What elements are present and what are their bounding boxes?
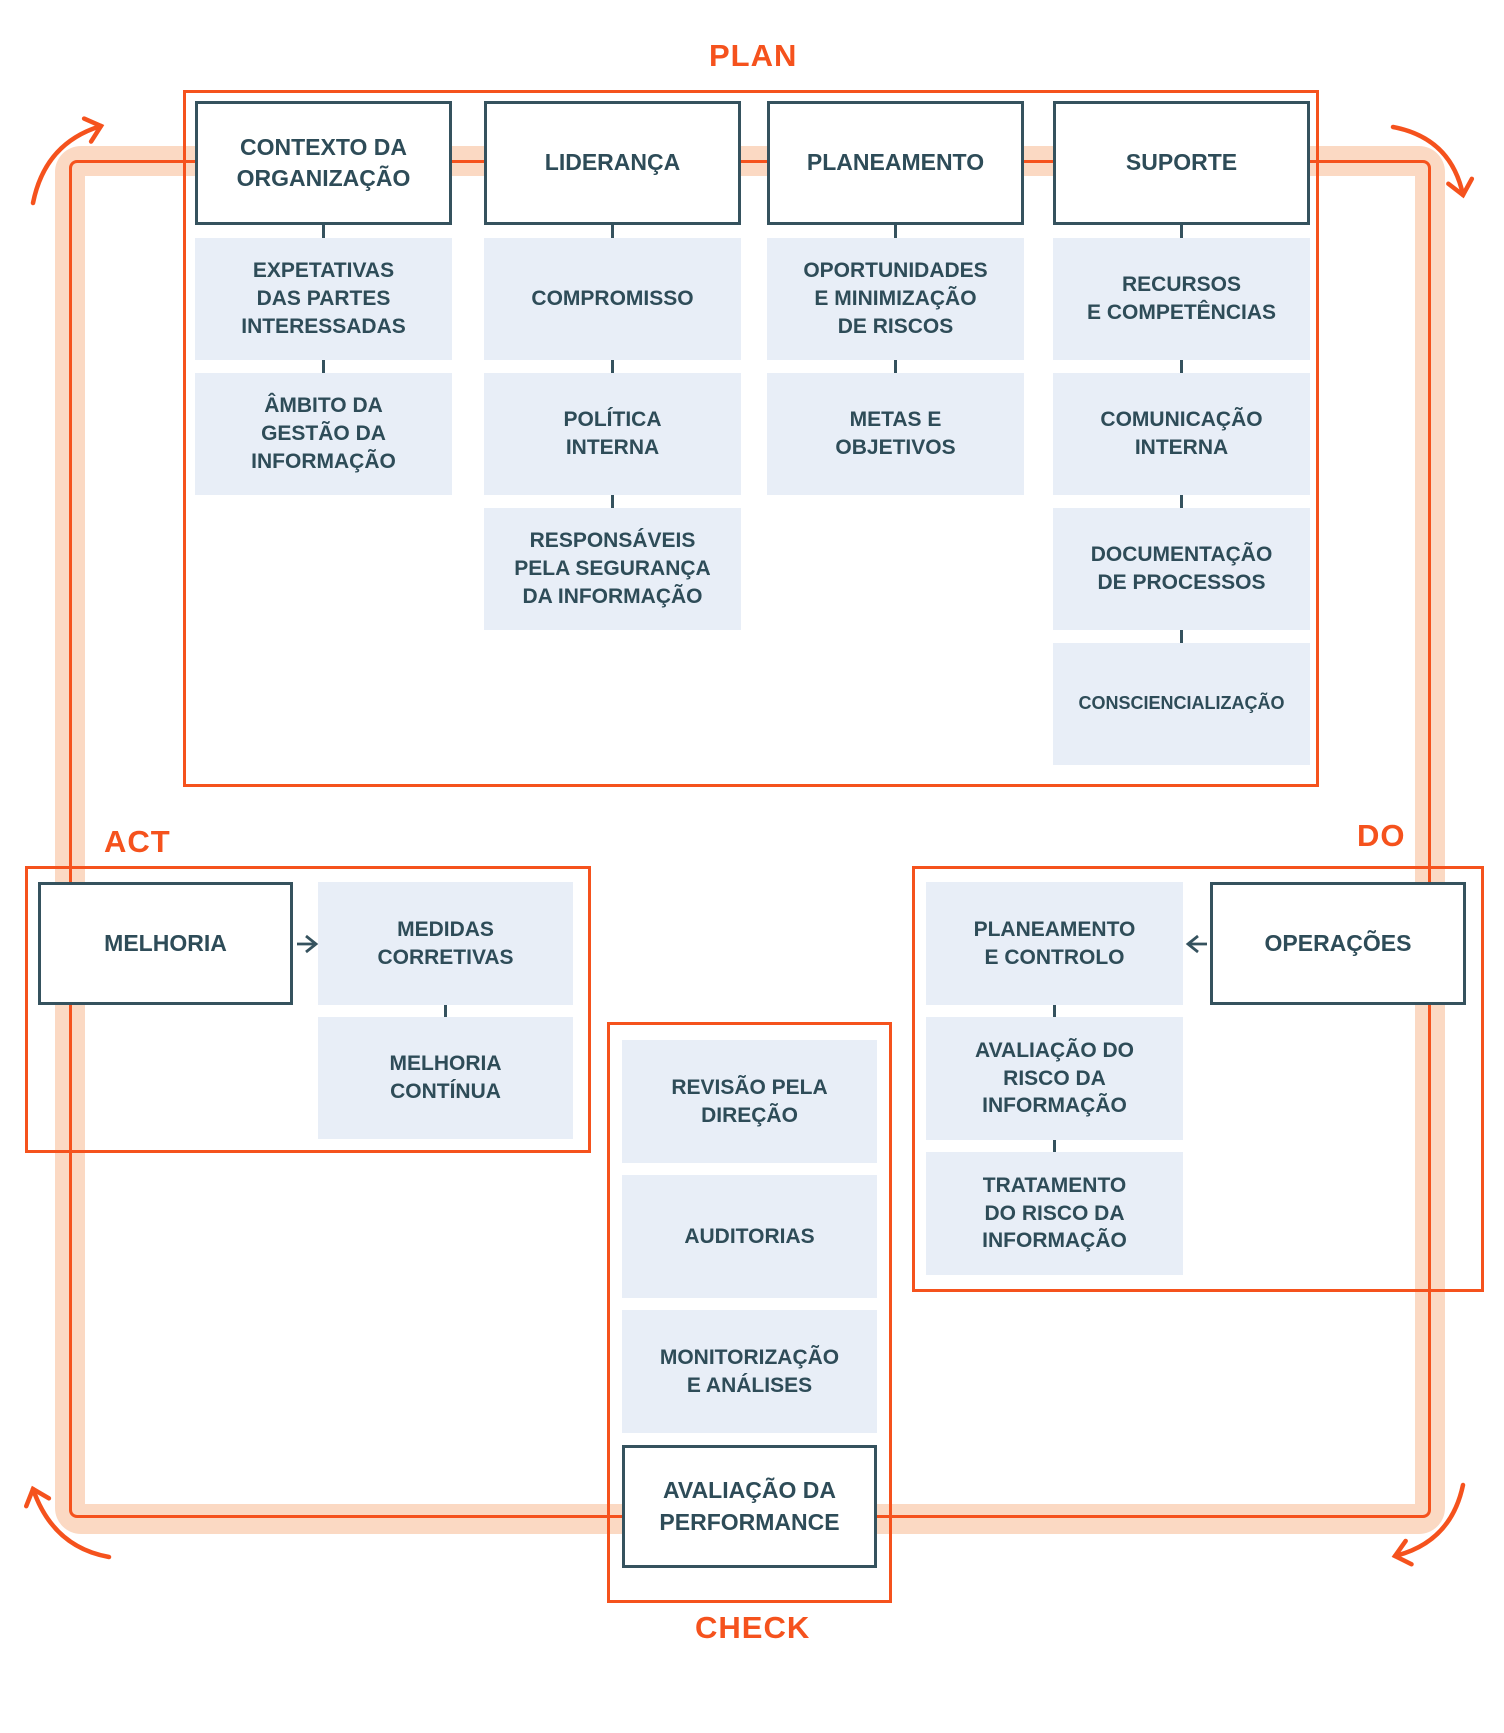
connector-tick <box>611 360 614 373</box>
check-primary-avaliacao-performance: AVALIAÇÃO DA PERFORMANCE <box>622 1445 877 1568</box>
check-item-auditorias: AUDITORIAS <box>622 1175 877 1298</box>
check-item-revisao-label: REVISÃO PELA DIREÇÃO <box>671 1075 828 1127</box>
act-item-medidas: MEDIDAS CORRETIVAS <box>318 882 573 1005</box>
connector-tick <box>1180 495 1183 508</box>
plan-item-recursos: RECURSOS E COMPETÊNCIAS <box>1053 238 1310 360</box>
plan-item-recursos-label: RECURSOS E COMPETÊNCIAS <box>1086 273 1277 324</box>
connector-tick <box>894 360 897 373</box>
plan-item-ambito: ÂMBITO DA GESTÃO DA INFORMAÇÃO <box>195 373 452 495</box>
plan-item-compromisso: COMPROMISSO <box>484 238 741 360</box>
plan-header-planeamento: PLANEAMENTO <box>767 101 1024 225</box>
plan-item-oportunidades-label: OPORTUNIDADES E MINIMIZAÇÃO DE RISCOS <box>803 259 988 338</box>
check-item-monitorizacao: MONITORIZAÇÃO E ANÁLISES <box>622 1310 877 1433</box>
connector-tick <box>1180 630 1183 643</box>
plan-group-outline <box>183 90 1319 787</box>
check-primary-avaliacao-performance-label: AVALIAÇÃO DA PERFORMANCE <box>659 1477 840 1535</box>
plan-item-documentacao: DOCUMENTAÇÃO DE PROCESSOS <box>1053 508 1310 630</box>
plan-item-politica-label: POLÍTICA INTERNA <box>563 408 662 459</box>
do-item-avaliacao-risco: AVALIAÇÃO DO RISCO DA INFORMAÇÃO <box>926 1017 1183 1140</box>
plan-header-planeamento-label: PLANEAMENTO <box>806 149 985 176</box>
plan-item-expetativas: EXPETATIVAS DAS PARTES INTERESSADAS <box>195 238 452 360</box>
act-primary-melhoria: MELHORIA <box>38 882 293 1005</box>
plan-item-comunicacao-label: COMUNICAÇÃO INTERNA <box>1100 408 1263 459</box>
connector-tick <box>1053 1140 1056 1153</box>
plan-item-consciencializacao-label: CONSCIENCIALIZAÇÃO <box>1078 693 1285 714</box>
act-label: ACT <box>104 824 171 859</box>
connector-tick <box>611 225 614 238</box>
plan-item-metas-label: METAS E OBJETIVOS <box>835 408 956 459</box>
plan-item-politica: POLÍTICA INTERNA <box>484 373 741 495</box>
do-item-tratamento-risco-label: TRATAMENTO DO RISCO DA INFORMAÇÃO <box>982 1173 1127 1253</box>
do-item-avaliacao-risco-label: AVALIAÇÃO DO RISCO DA INFORMAÇÃO <box>974 1038 1135 1118</box>
plan-item-ambito-label: ÂMBITO DA GESTÃO DA INFORMAÇÃO <box>251 394 396 473</box>
plan-label: PLAN <box>709 38 798 73</box>
connector-tick <box>322 225 325 238</box>
plan-item-oportunidades: OPORTUNIDADES E MINIMIZAÇÃO DE RISCOS <box>767 238 1024 360</box>
act-primary-melhoria-label: MELHORIA <box>104 929 227 956</box>
do-primary-operacoes-label: OPERAÇÕES <box>1264 929 1412 956</box>
connector-tick <box>1180 360 1183 373</box>
plan-header-suporte: SUPORTE <box>1053 101 1310 225</box>
act-group-outline <box>25 866 591 1153</box>
do-item-planeamento-controlo: PLANEAMENTO E CONTROLO <box>926 882 1183 1005</box>
plan-header-suporte-label: SUPORTE <box>1125 149 1238 176</box>
plan-item-compromisso-label: COMPROMISSO <box>531 287 694 311</box>
plan-item-documentacao-label: DOCUMENTAÇÃO DE PROCESSOS <box>1090 543 1273 594</box>
act-item-melhoria-continua-label: MELHORIA CONTÍNUA <box>389 1052 502 1103</box>
check-item-monitorizacao-label: MONITORIZAÇÃO E ANÁLISES <box>659 1345 840 1397</box>
plan-item-responsaveis: RESPONSÁVEIS PELA SEGURANÇA DA INFORMAÇÃ… <box>484 508 741 630</box>
connector-tick <box>1180 225 1183 238</box>
plan-item-expetativas-label: EXPETATIVAS DAS PARTES INTERESSADAS <box>241 259 406 338</box>
act-item-medidas-label: MEDIDAS CORRETIVAS <box>377 917 514 969</box>
connector-tick <box>322 360 325 373</box>
plan-item-consciencializacao: CONSCIENCIALIZAÇÃO <box>1053 643 1310 765</box>
plan-item-metas: METAS E OBJETIVOS <box>767 373 1024 495</box>
check-item-revisao: REVISÃO PELA DIREÇÃO <box>622 1040 877 1163</box>
connector-tick <box>444 1005 447 1018</box>
plan-item-comunicacao: COMUNICAÇÃO INTERNA <box>1053 373 1310 495</box>
do-item-planeamento-controlo-label: PLANEAMENTO E CONTROLO <box>973 917 1136 969</box>
check-label: CHECK <box>695 1610 811 1645</box>
do-label: DO <box>1357 818 1406 853</box>
plan-item-responsaveis-label: RESPONSÁVEIS PELA SEGURANÇA DA INFORMAÇÃ… <box>514 529 711 608</box>
connector-tick <box>611 495 614 508</box>
check-item-auditorias-label: AUDITORIAS <box>684 1224 815 1248</box>
do-group-outline <box>912 866 1484 1292</box>
do-item-tratamento-risco: TRATAMENTO DO RISCO DA INFORMAÇÃO <box>926 1152 1183 1275</box>
plan-header-lideranca: LIDERANÇA <box>484 101 741 225</box>
plan-header-contexto-label: CONTEXTO DA ORGANIZAÇÃO <box>236 133 411 191</box>
plan-header-lideranca-label: LIDERANÇA <box>544 149 681 176</box>
connector-tick <box>1053 1005 1056 1018</box>
act-item-melhoria-continua: MELHORIA CONTÍNUA <box>318 1017 573 1139</box>
plan-header-contexto: CONTEXTO DA ORGANIZAÇÃO <box>195 101 452 225</box>
connector-tick <box>894 225 897 238</box>
do-primary-operacoes: OPERAÇÕES <box>1210 882 1466 1005</box>
check-group-outline <box>607 1022 892 1603</box>
